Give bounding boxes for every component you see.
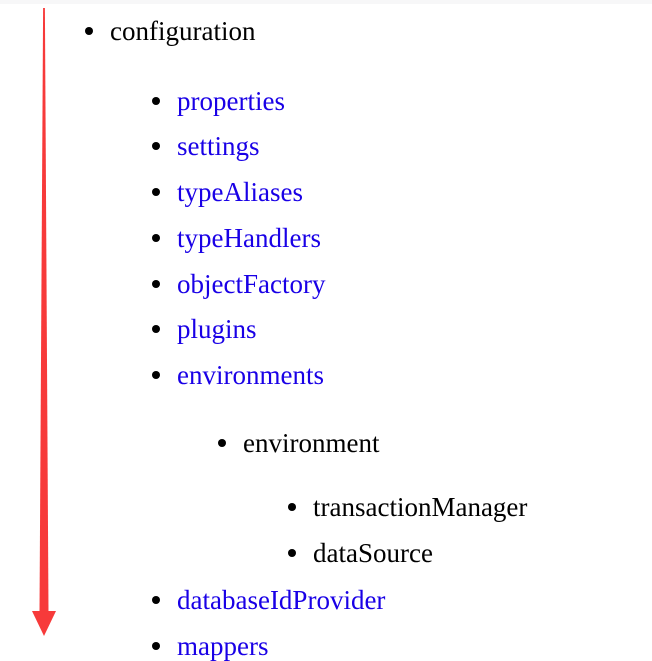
outline-item-environments[interactable]: environments xyxy=(152,362,324,389)
outline-item-label[interactable]: environments xyxy=(177,360,324,390)
outline-item-type-aliases[interactable]: typeAliases xyxy=(152,179,303,206)
outline-item-label[interactable]: plugins xyxy=(177,314,257,344)
bullet-icon xyxy=(288,549,296,557)
top-edge-band xyxy=(0,0,652,4)
outline-item-object-factory[interactable]: objectFactory xyxy=(152,271,325,298)
bullet-icon xyxy=(152,280,160,288)
outline-item-label[interactable]: typeAliases xyxy=(177,177,303,207)
outline-item-label: environment xyxy=(243,428,380,458)
outline-item-transaction-manager: transactionManager xyxy=(288,494,527,521)
bullet-icon xyxy=(152,234,160,242)
outline-item-data-source: dataSource xyxy=(288,540,433,567)
outline-item-properties[interactable]: properties xyxy=(152,88,285,115)
bullet-icon xyxy=(152,642,160,650)
outline-item-label: configuration xyxy=(110,16,256,46)
outline-item-mappers[interactable]: mappers xyxy=(152,633,268,660)
outline-item-plugins[interactable]: plugins xyxy=(152,316,257,343)
outline-item-label: dataSource xyxy=(313,538,433,568)
outline-item-label[interactable]: typeHandlers xyxy=(177,223,321,253)
bullet-icon xyxy=(152,142,160,150)
outline-item-label[interactable]: objectFactory xyxy=(177,269,326,299)
outline-item-label[interactable]: databaseIdProvider xyxy=(177,585,386,615)
outline-item-configuration: configuration xyxy=(85,18,255,45)
outline-item-type-handlers[interactable]: typeHandlers xyxy=(152,225,321,252)
bullet-icon xyxy=(152,371,160,379)
bullet-icon xyxy=(152,97,160,105)
outline-item-label: transactionManager xyxy=(313,492,528,522)
bullet-icon xyxy=(152,325,160,333)
bullet-icon xyxy=(152,596,160,604)
outline-item-label[interactable]: mappers xyxy=(177,631,269,661)
bullet-icon xyxy=(218,439,226,447)
bullet-icon xyxy=(152,188,160,196)
outline-item-environment: environment xyxy=(218,430,379,457)
bullet-icon xyxy=(85,27,93,35)
outline-item-settings[interactable]: settings xyxy=(152,133,260,160)
outline-item-label[interactable]: settings xyxy=(177,131,260,161)
outline-item-database-id-provider[interactable]: databaseIdProvider xyxy=(152,587,385,614)
bullet-icon xyxy=(288,503,296,511)
outline-item-label[interactable]: properties xyxy=(177,86,285,116)
